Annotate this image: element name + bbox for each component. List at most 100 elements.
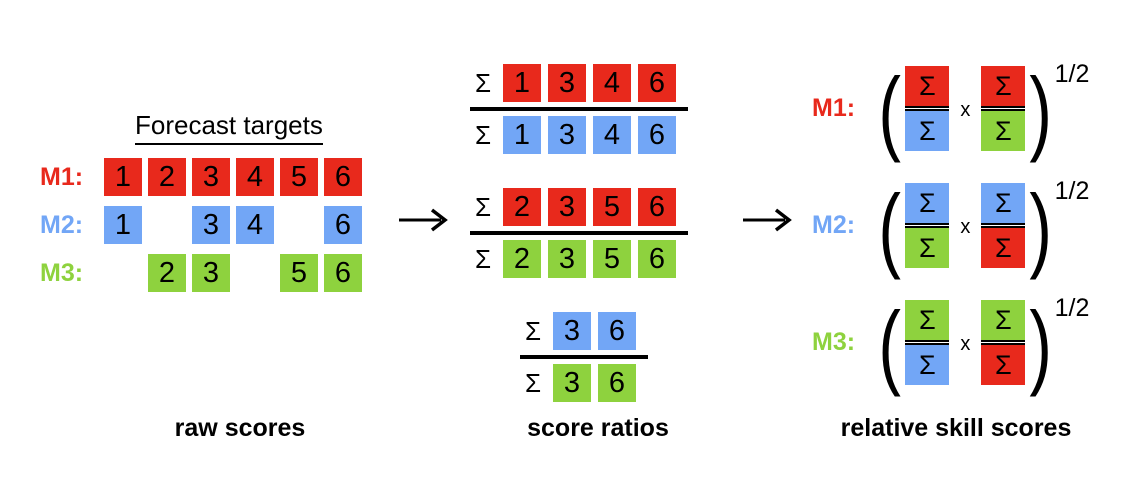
skill-m2-factor-1: Σ Σ — [905, 183, 950, 268]
sigma-icon: Σ — [474, 244, 492, 274]
ratio-2-den-tile-4: 6 — [638, 240, 676, 278]
flow-arrow-1-icon — [398, 207, 452, 238]
ratio-2-den-tile-3: 5 — [593, 240, 631, 278]
skill-label-m3: M3: — [812, 328, 856, 356]
row-label-m3: M3: — [40, 258, 84, 287]
sigma-icon: Σ — [905, 66, 950, 106]
skill-m1-factor-1-bar — [905, 106, 950, 111]
ratio-2-denominator: Σ 2 3 5 6 — [470, 236, 688, 282]
raw-tile-m1-2: 2 — [148, 158, 186, 196]
sigma-icon: Σ — [981, 183, 1026, 223]
raw-tile-m2-1: 1 — [104, 206, 142, 244]
raw-score-row-m1: M1: 1 2 3 4 5 6 — [40, 158, 362, 196]
score-ratio-block-3: Σ 3 6 Σ 3 6 — [520, 308, 648, 406]
raw-tile-m2-2-empty — [148, 206, 186, 244]
raw-tile-m2-3: 3 — [192, 206, 230, 244]
ratio-1-den-tile-2: 3 — [548, 116, 586, 154]
raw-tile-m3-6: 6 — [324, 254, 362, 292]
skill-m3-factor-1-bar — [905, 340, 950, 345]
raw-tile-m3-3: 3 — [192, 254, 230, 292]
score-ratio-block-1: Σ 1 3 4 6 Σ 1 3 4 6 — [470, 60, 688, 158]
skill-m2-exponent: 1/2 — [1054, 177, 1090, 205]
sigma-icon: Σ — [981, 66, 1026, 106]
ratio-3-fraction-bar — [520, 355, 648, 359]
ratio-1-denominator: Σ 1 3 4 6 — [470, 112, 688, 158]
ratio-2-num-tile-3: 5 — [593, 188, 631, 226]
skill-label-m1: M1: — [812, 94, 856, 122]
multiply-icon: x — [960, 216, 971, 238]
sigma-icon: Σ — [981, 300, 1026, 340]
ratio-2-num-tile-2: 3 — [548, 188, 586, 226]
ratio-2-num-tile-4: 6 — [638, 188, 676, 226]
sigma-icon: Σ — [524, 368, 542, 398]
raw-score-row-m2: M2: 1 3 4 6 — [40, 206, 362, 244]
sigma-icon: Σ — [981, 111, 1026, 151]
ratio-1-num-tile-4: 6 — [638, 64, 676, 102]
ratio-2-den-tile-2: 3 — [548, 240, 586, 278]
ratio-3-num-tile-2: 6 — [598, 312, 636, 350]
ratio-1-den-tile-1: 1 — [503, 116, 541, 154]
flow-arrow-2-icon — [742, 207, 796, 238]
ratio-1-den-tile-4: 6 — [638, 116, 676, 154]
sigma-icon: Σ — [474, 120, 492, 150]
raw-tile-m1-6: 6 — [324, 158, 362, 196]
ratio-3-denominator: Σ 3 6 — [520, 360, 648, 406]
skill-m1-factor-2-bar — [981, 106, 1026, 111]
multiply-icon: x — [960, 99, 971, 121]
sigma-icon: Σ — [905, 111, 950, 151]
ratio-1-fraction-bar — [470, 107, 688, 111]
raw-tile-m2-5-empty — [280, 206, 318, 244]
ratio-3-num-tile-1: 3 — [553, 312, 591, 350]
multiply-icon: x — [960, 333, 971, 355]
score-ratio-block-2: Σ 2 3 5 6 Σ 2 3 5 6 — [470, 184, 688, 282]
forecast-targets-title: Forecast targets — [135, 110, 323, 145]
caption-raw-scores: raw scores — [174, 414, 306, 442]
raw-tile-m3-1-empty — [104, 254, 142, 292]
skill-label-m2: M2: — [812, 211, 856, 239]
caption-relative-skill-scores: relative skill scores — [840, 414, 1072, 442]
ratio-3-numerator: Σ 3 6 — [520, 308, 648, 354]
sigma-icon: Σ — [981, 345, 1026, 385]
ratio-1-num-tile-2: 3 — [548, 64, 586, 102]
skill-m3-factor-1: Σ Σ — [905, 300, 950, 385]
sigma-icon: Σ — [905, 345, 950, 385]
ratio-1-num-tile-3: 4 — [593, 64, 631, 102]
raw-tile-m2-6: 6 — [324, 206, 362, 244]
sigma-icon: Σ — [981, 228, 1026, 268]
raw-score-row-m3: M3: 2 3 5 6 — [40, 254, 362, 292]
ratio-2-num-tile-1: 2 — [503, 188, 541, 226]
skill-m2-factor-1-bar — [905, 223, 950, 228]
ratio-2-den-tile-1: 2 — [503, 240, 541, 278]
ratio-1-den-tile-3: 4 — [593, 116, 631, 154]
ratio-3-den-tile-1: 3 — [553, 364, 591, 402]
raw-tile-m1-4: 4 — [236, 158, 274, 196]
ratio-2-numerator: Σ 2 3 5 6 — [470, 184, 688, 230]
row-label-m1: M1: — [40, 162, 84, 191]
skill-m2-factor-2: Σ Σ — [981, 183, 1026, 268]
raw-tile-m3-5: 5 — [280, 254, 318, 292]
sigma-icon: Σ — [905, 228, 950, 268]
raw-tile-m2-4: 4 — [236, 206, 274, 244]
caption-score-ratios: score ratios — [527, 414, 669, 442]
skill-m3-factor-2-bar — [981, 340, 1026, 345]
skill-formula-row-m2: M2: ( Σ Σ x Σ Σ ) 1/2 — [812, 174, 1090, 280]
skill-m1-exponent: 1/2 — [1054, 60, 1090, 88]
raw-tile-m3-2: 2 — [148, 254, 186, 292]
skill-m3-exponent: 1/2 — [1054, 294, 1090, 322]
sigma-icon: Σ — [474, 192, 492, 222]
sigma-icon: Σ — [474, 68, 492, 98]
skill-m1-factor-1: Σ Σ — [905, 66, 950, 151]
sigma-icon: Σ — [905, 300, 950, 340]
ratio-1-num-tile-1: 1 — [503, 64, 541, 102]
skill-formula-row-m3: M3: ( Σ Σ x Σ Σ ) 1/2 — [812, 291, 1090, 397]
skill-m1-factor-2: Σ Σ — [981, 66, 1026, 151]
skill-m2-factor-2-bar — [981, 223, 1026, 228]
skill-m3-factor-2: Σ Σ — [981, 300, 1026, 385]
raw-tile-m3-4-empty — [236, 254, 274, 292]
raw-tile-m1-5: 5 — [280, 158, 318, 196]
skill-formula-row-m1: M1: ( Σ Σ x Σ Σ ) 1/2 — [812, 57, 1090, 163]
sigma-icon: Σ — [905, 183, 950, 223]
raw-tile-m1-1: 1 — [104, 158, 142, 196]
ratio-2-fraction-bar — [470, 231, 688, 235]
